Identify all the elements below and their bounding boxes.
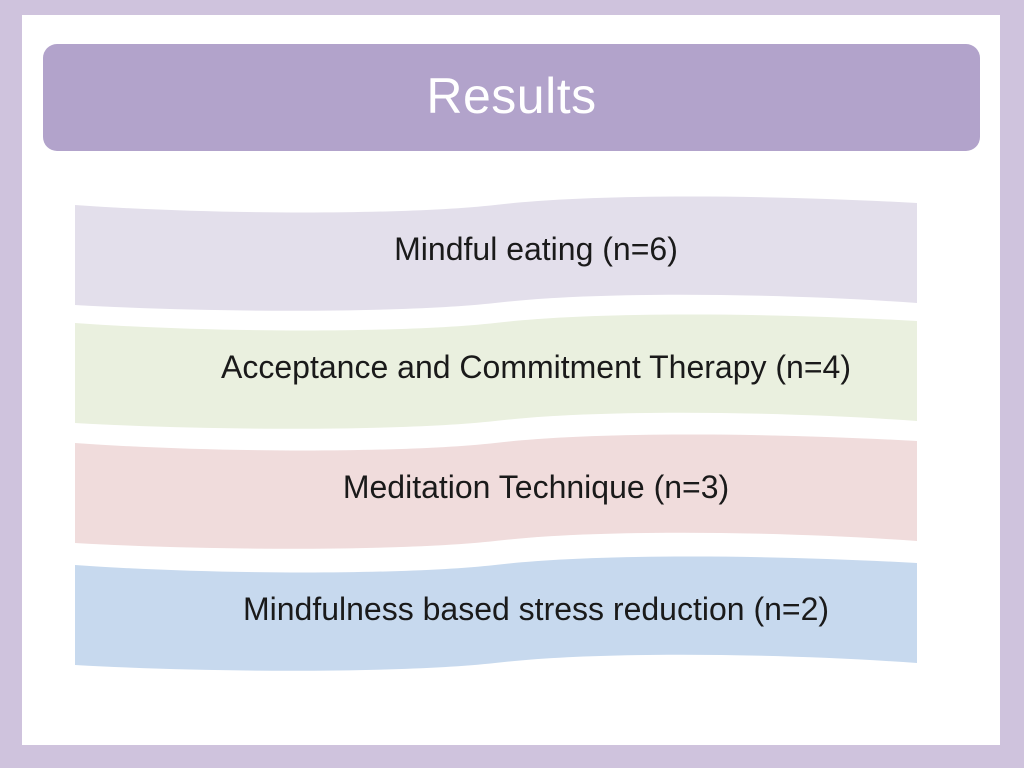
- result-band-4: Mindfulness based stress reduction (n=2): [75, 553, 917, 671]
- result-band-3: Meditation Technique (n=3): [75, 431, 917, 549]
- result-band-2-fill: [75, 314, 917, 429]
- results-list: Mindful eating (n=6) Acceptance and Comm…: [22, 15, 1000, 745]
- result-band-1-shape: [75, 196, 917, 311]
- result-band-1: Mindful eating (n=6): [75, 193, 917, 311]
- result-band-1-fill: [75, 196, 917, 311]
- result-band-2: Acceptance and Commitment Therapy (n=4): [75, 311, 917, 429]
- result-band-4-fill: [75, 556, 917, 671]
- slide: Results Mindful eating (n=6) Acceptance …: [22, 15, 1000, 745]
- title-bar: Results: [43, 44, 980, 151]
- result-band-2-shape: [75, 314, 917, 429]
- result-band-2-label: Acceptance and Commitment Therapy (n=4): [221, 349, 851, 385]
- result-band-4-label: Mindfulness based stress reduction (n=2): [242, 591, 830, 627]
- result-band-4-shape: [75, 556, 917, 671]
- result-band-3-shape: [75, 434, 917, 549]
- slide-title: Results: [426, 67, 597, 124]
- result-band-3-label: Meditation Technique (n=3): [342, 469, 730, 505]
- result-band-3-fill: [75, 434, 917, 549]
- result-band-1-label: Mindful eating (n=6): [394, 231, 678, 267]
